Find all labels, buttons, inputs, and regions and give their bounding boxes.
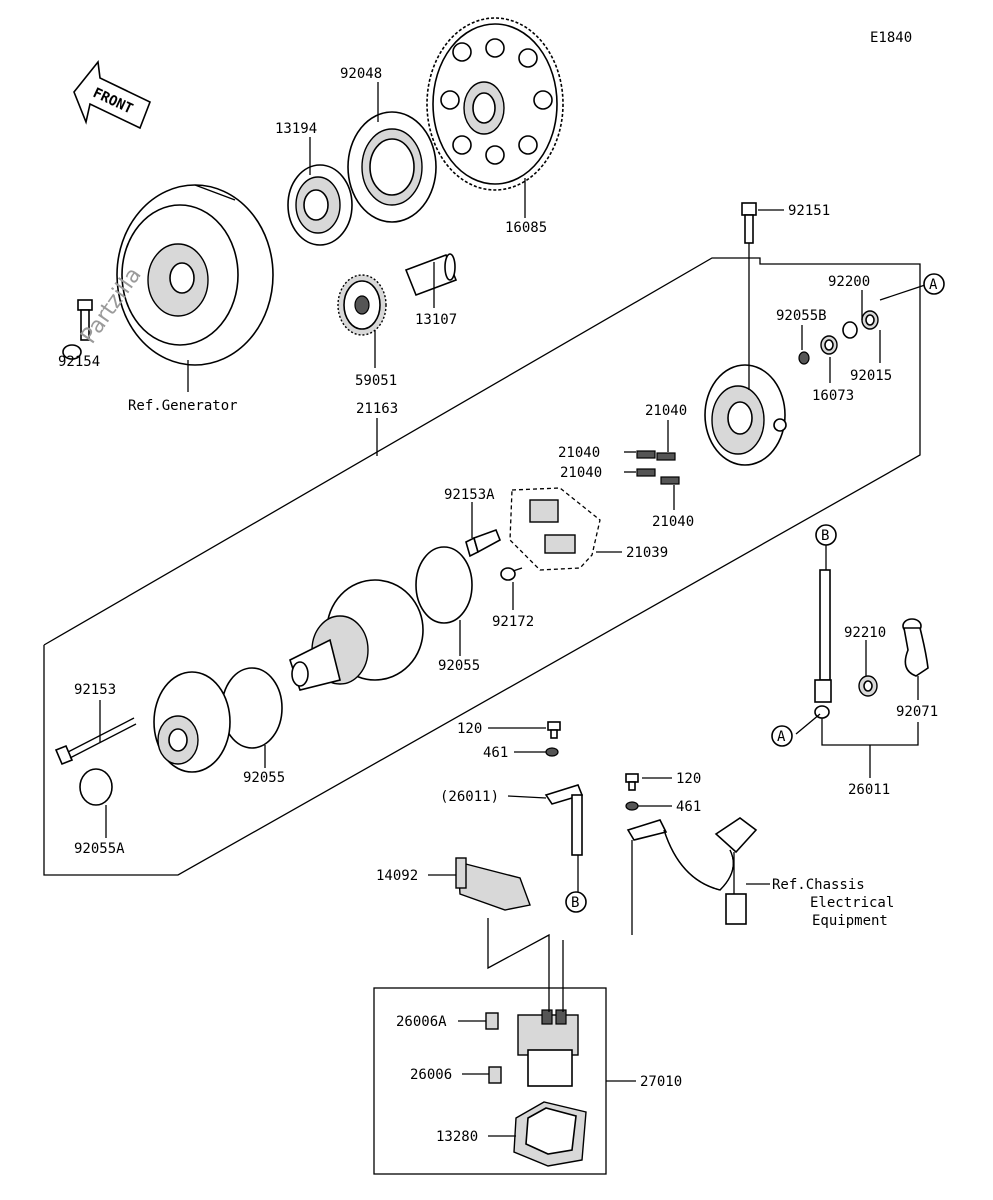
oring-92055A xyxy=(79,768,113,806)
part-label-14092: 14092 xyxy=(376,868,418,884)
part-label-21039: 21039 xyxy=(626,545,668,561)
part-label-26011: 26011 xyxy=(848,782,890,798)
springs-21040 xyxy=(636,450,680,485)
cover-14092 xyxy=(455,857,531,911)
part-label-21163: 21163 xyxy=(356,401,398,417)
leader-lines xyxy=(99,82,926,1137)
starter-yoke xyxy=(289,579,424,691)
part-label-59051: 59051 xyxy=(355,373,397,389)
starter-relay-27010 xyxy=(517,1009,579,1087)
starter-clutch-13194 xyxy=(287,164,353,246)
ring-92048 xyxy=(347,111,437,223)
part-label-92153A: 92153A xyxy=(444,487,495,503)
fuse-26006 xyxy=(488,1066,502,1084)
part-label-92048: 92048 xyxy=(340,66,382,82)
starter-front-cover xyxy=(153,671,231,773)
starter-end-cover xyxy=(704,364,787,466)
part-label-27010: 27010 xyxy=(640,1074,682,1090)
screw-120-b xyxy=(625,773,639,791)
gear-16085 xyxy=(426,17,564,191)
ref-chassis-line-2: Electrical xyxy=(810,895,894,911)
marker-b-lead: B xyxy=(565,891,587,913)
part-label-21040-b: 21040 xyxy=(558,445,600,461)
starter-assembly-outline xyxy=(43,257,921,876)
part-label-461-a: 461 xyxy=(483,745,508,761)
cable-26011 xyxy=(814,569,832,719)
oring-92055-upper xyxy=(415,546,473,624)
part-label-16073: 16073 xyxy=(812,388,854,404)
bolt-92151 xyxy=(741,202,757,244)
bolt-92153 xyxy=(54,717,137,766)
part-label-21040-a: 21040 xyxy=(645,403,687,419)
part-label-92154: 92154 xyxy=(58,354,100,370)
part-label-21040-d: 21040 xyxy=(652,514,694,530)
part-label-92172: 92172 xyxy=(492,614,534,630)
part-label-92151: 92151 xyxy=(788,203,830,219)
brush-holder-21039 xyxy=(529,499,576,554)
washer-92055B xyxy=(798,351,810,365)
part-label-13280: 13280 xyxy=(436,1129,478,1145)
part-label-92071: 92071 xyxy=(896,704,938,720)
shaft-13107 xyxy=(404,253,458,297)
relay-lead xyxy=(544,784,584,856)
generator-rotor xyxy=(116,184,274,366)
svg-text:A: A xyxy=(777,729,786,745)
diagram-code: E1840 xyxy=(870,30,912,46)
nut-92210 xyxy=(858,675,878,697)
bolt-92154 xyxy=(62,299,93,360)
part-label-26011-paren: (26011) xyxy=(440,789,499,805)
part-label-92200: 92200 xyxy=(828,274,870,290)
gear-59051 xyxy=(337,274,387,336)
ref-generator-label: Ref.Generator xyxy=(128,398,238,414)
svg-text:A: A xyxy=(929,277,938,293)
washer-92200 xyxy=(842,321,858,339)
marker-a-top: A xyxy=(923,273,945,295)
nut-92015 xyxy=(861,310,879,330)
marker-b-cable: B xyxy=(815,524,837,546)
ref-chassis-line-1: Ref.Chassis xyxy=(772,877,865,893)
fuse-26006A xyxy=(485,1012,499,1030)
washer-461-a xyxy=(545,747,559,757)
marker-a-cable: A xyxy=(771,725,793,747)
part-label-120-b: 120 xyxy=(676,771,701,787)
bolt-92153A xyxy=(465,528,502,558)
part-label-92055-upper: 92055 xyxy=(438,658,480,674)
part-label-92055-lower: 92055 xyxy=(243,770,285,786)
part-label-92055A: 92055A xyxy=(74,841,125,857)
part-label-461-b: 461 xyxy=(676,799,701,815)
part-label-21040-c: 21040 xyxy=(560,465,602,481)
screw-120-a xyxy=(547,721,561,739)
part-label-92153: 92153 xyxy=(74,682,116,698)
boot-92071 xyxy=(902,618,929,677)
screw-92172 xyxy=(500,567,523,581)
brush-holder-outline xyxy=(509,487,601,571)
part-label-26006: 26006 xyxy=(410,1067,452,1083)
part-label-13107: 13107 xyxy=(415,312,457,328)
oring-92055-lower xyxy=(221,667,283,749)
part-label-26006A: 26006A xyxy=(396,1014,447,1030)
relay-case-13280 xyxy=(513,1101,587,1167)
nut-16073 xyxy=(820,335,838,355)
harness xyxy=(626,817,758,925)
part-label-92055B: 92055B xyxy=(776,308,827,324)
svg-text:B: B xyxy=(821,528,829,544)
svg-text:B: B xyxy=(571,895,579,911)
part-label-13194: 13194 xyxy=(275,121,317,137)
part-label-120-a: 120 xyxy=(457,721,482,737)
part-label-92210: 92210 xyxy=(844,625,886,641)
front-arrow: FRONT xyxy=(73,60,152,130)
part-label-16085: 16085 xyxy=(505,220,547,236)
washer-461-b xyxy=(625,801,639,811)
ref-chassis-line-3: Equipment xyxy=(812,913,888,929)
part-label-92015: 92015 xyxy=(850,368,892,384)
